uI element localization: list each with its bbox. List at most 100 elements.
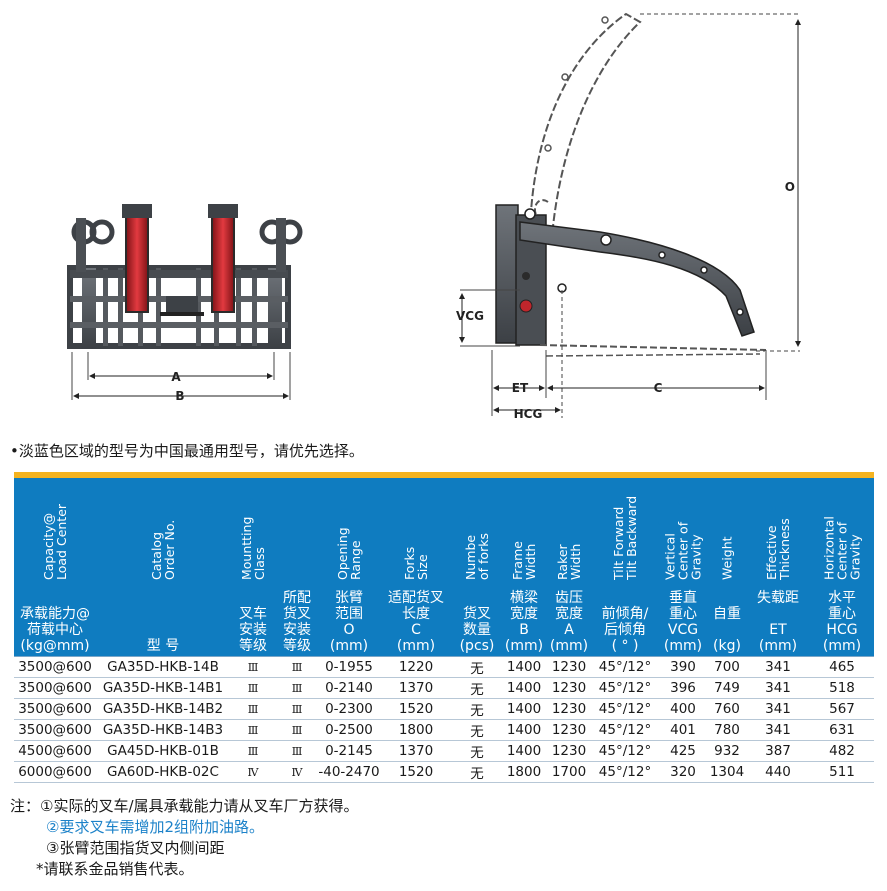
- table-cell: 0-2300: [318, 698, 380, 720]
- column-header-english: Capacity@ Load Center: [41, 503, 69, 580]
- table-cell: 无: [452, 698, 502, 720]
- column-header-content: 所配 货叉 安装 等级: [276, 478, 318, 656]
- table-cell: 1370: [380, 740, 452, 762]
- column-header-chinese: 垂直 重心 VCG (mm): [663, 590, 703, 654]
- dim-label-hcg: HCG: [514, 407, 543, 421]
- column-header-english: Opening Range: [335, 527, 363, 580]
- table-cell: 无: [452, 761, 502, 783]
- column-header-chinese: 自重 (kg): [713, 606, 741, 654]
- table-cell: 1520: [380, 761, 452, 783]
- table-cell: 341: [746, 677, 810, 699]
- column-header-content: Capacity@ Load Center 承载能力@ 荷载中心 (kg@mm): [14, 478, 96, 656]
- preferred-model-note: •淡蓝色区域的型号为中国最通用型号，请优先选择。: [10, 442, 364, 460]
- dim-label-vcg: VCG: [456, 309, 484, 323]
- table-cell: GA45D-HKB-01B: [96, 740, 230, 762]
- table-cell: 6000@600: [14, 761, 96, 783]
- table-cell: 3500@600: [14, 656, 96, 678]
- table-cell: GA60D-HKB-02C: [96, 761, 230, 783]
- table-cell: 1370: [380, 677, 452, 699]
- table-cell: 1230: [546, 740, 592, 762]
- dim-label-et: ET: [512, 381, 529, 395]
- table-cell: 无: [452, 740, 502, 762]
- column-header: Opening Range 张臂 范围 O (mm): [318, 478, 380, 657]
- column-header-chinese: 张臂 范围 O (mm): [329, 590, 369, 654]
- column-header-english: Horizontal Center of Gravity: [821, 516, 863, 580]
- footnote-2: ②要求叉车需增加2组附加油路。: [46, 818, 264, 836]
- table-cell: 45°/12°: [592, 656, 658, 678]
- table-cell: 396: [658, 677, 708, 699]
- table-cell: 401: [658, 719, 708, 741]
- table-cell: 511: [810, 761, 874, 783]
- table-cell: 320: [658, 761, 708, 783]
- column-header-chinese: 齿压 宽度 A (mm): [549, 590, 589, 654]
- table-cell: Ⅲ: [276, 656, 318, 678]
- dim-label-a: A: [171, 370, 181, 384]
- dim-label-b: B: [175, 389, 184, 403]
- table-cell: Ⅲ: [276, 698, 318, 720]
- column-header-chinese: 叉车 安装 等级: [239, 606, 267, 654]
- column-header-english: Raker Width: [555, 543, 583, 580]
- column-header-content: Opening Range 张臂 范围 O (mm): [318, 478, 380, 656]
- column-header: Catalog Order No.型 号: [96, 478, 230, 657]
- column-header: Capacity@ Load Center 承载能力@ 荷载中心 (kg@mm): [14, 478, 96, 657]
- table-cell: 1230: [546, 656, 592, 678]
- table-cell: GA35D-HKB-14B1: [96, 677, 230, 699]
- table-cell: 341: [746, 698, 810, 720]
- table-cell: 1400: [502, 677, 546, 699]
- front-view-drawing: [67, 204, 303, 400]
- table-cell: 无: [452, 677, 502, 699]
- table-cell: 341: [746, 656, 810, 678]
- table-cell: 518: [810, 677, 874, 699]
- table-cell: 1400: [502, 656, 546, 678]
- table-header-row: Capacity@ Load Center 承载能力@ 荷载中心 (kg@mm)C…: [14, 478, 874, 657]
- table-cell: Ⅲ: [230, 677, 276, 699]
- footnote-4: *请联系金品销售代表。: [36, 860, 194, 878]
- column-header-english: Vertical Center of Gravity: [662, 521, 704, 580]
- table-cell: GA35D-HKB-14B2: [96, 698, 230, 720]
- table-cell: Ⅳ: [276, 761, 318, 783]
- spec-table-section: Capacity@ Load Center 承载能力@ 荷载中心 (kg@mm)C…: [14, 472, 874, 783]
- table-cell: 1400: [502, 740, 546, 762]
- product-diagrams: A B O VCG ET C HCG: [67, 12, 801, 421]
- table-cell: 45°/12°: [592, 719, 658, 741]
- table-cell: 无: [452, 719, 502, 741]
- table-cell: 760: [708, 698, 746, 720]
- table-cell: Ⅲ: [276, 719, 318, 741]
- accent-bar: [14, 472, 874, 478]
- table-cell: 700: [708, 656, 746, 678]
- table-cell: 3500@600: [14, 677, 96, 699]
- table-cell: 631: [810, 719, 874, 741]
- table-cell: Ⅲ: [230, 719, 276, 741]
- table-cell: 567: [810, 698, 874, 720]
- spec-table: Capacity@ Load Center 承载能力@ 荷载中心 (kg@mm)C…: [14, 478, 874, 783]
- column-header-chinese: 横梁 宽度 B (mm): [504, 590, 544, 654]
- table-cell: 387: [746, 740, 810, 762]
- table-cell: 3500@600: [14, 719, 96, 741]
- column-header-content: Catalog Order No.型 号: [96, 478, 230, 656]
- table-cell: 1220: [380, 656, 452, 678]
- table-cell: 0-2500: [318, 719, 380, 741]
- table-cell: 1304: [708, 761, 746, 783]
- column-header-chinese: 承载能力@ 荷载中心 (kg@mm): [20, 606, 90, 654]
- table-cell: GA35D-HKB-14B: [96, 656, 230, 678]
- table-cell: 390: [658, 656, 708, 678]
- table-cell: 1800: [502, 761, 546, 783]
- table-cell: 341: [746, 719, 810, 741]
- column-header-content: Vertical Center of Gravity 垂直 重心 VCG (mm): [658, 478, 708, 656]
